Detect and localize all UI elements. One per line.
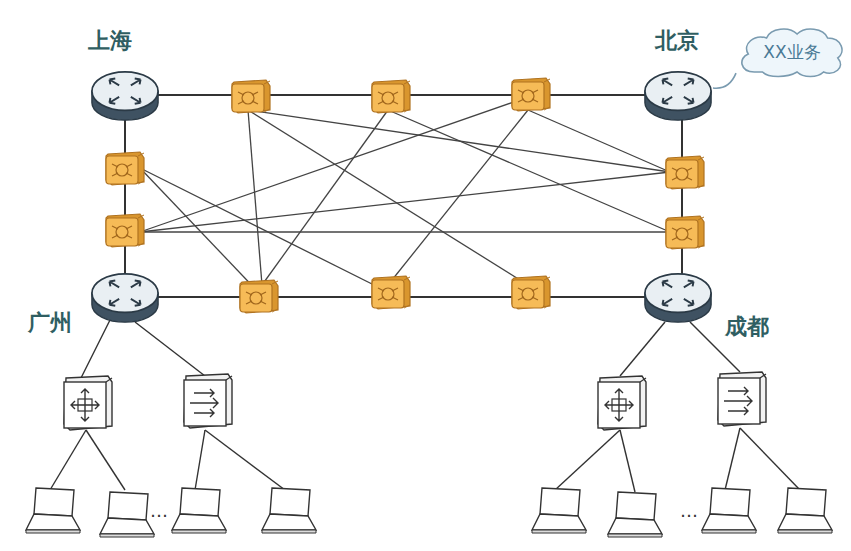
- ellipsis-label: …: [150, 500, 168, 521]
- city-label: 成都: [725, 312, 769, 342]
- link-curve: [713, 73, 736, 88]
- ellipsis-label: …: [680, 500, 698, 521]
- router-node: 广州: [90, 268, 160, 326]
- router-node: 上海: [90, 66, 160, 124]
- router-node: 成都: [643, 268, 713, 326]
- city-label: 北京: [655, 26, 699, 56]
- service-cloud: XX业务: [736, 24, 848, 80]
- city-label: 广州: [28, 308, 72, 338]
- cloud-label: XX业务: [736, 24, 848, 80]
- router-node: 北京: [643, 66, 713, 124]
- city-label: 上海: [88, 26, 132, 56]
